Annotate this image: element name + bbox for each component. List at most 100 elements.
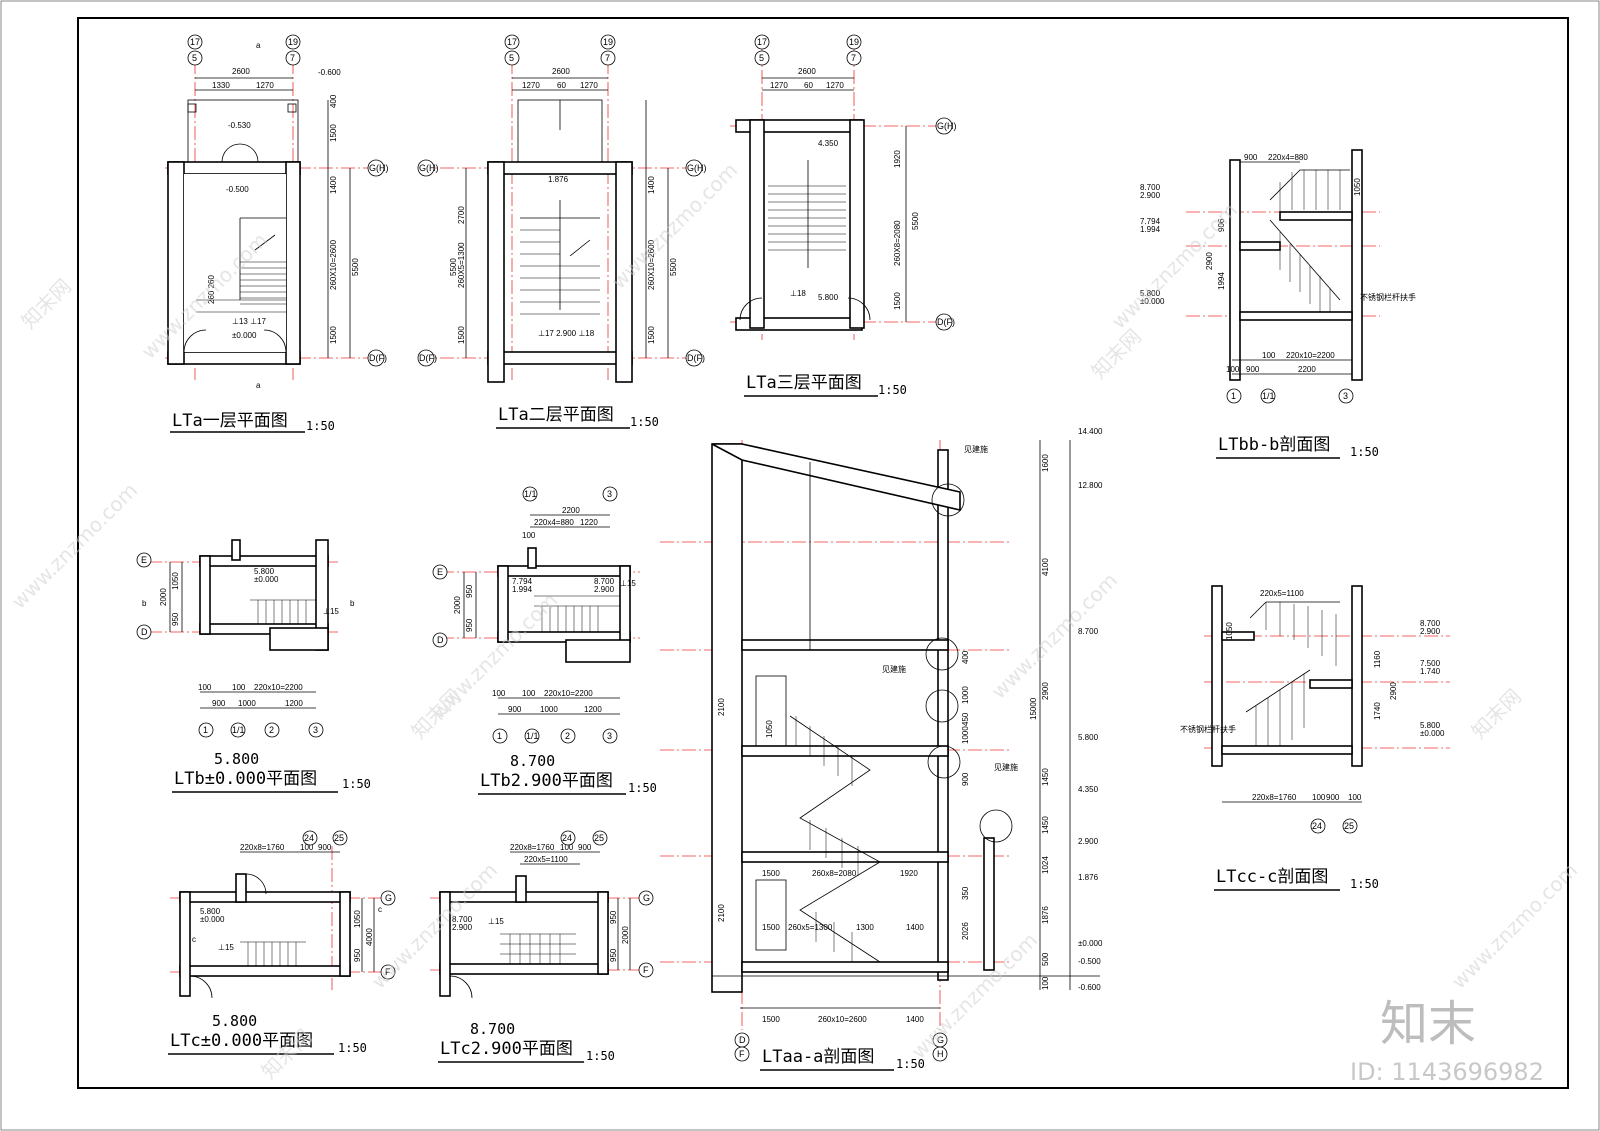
svg-text:260X10=2600: 260X10=2600 xyxy=(329,239,338,290)
svg-text:950: 950 xyxy=(609,948,618,962)
svg-text:4.350: 4.350 xyxy=(818,139,839,148)
svg-text:350: 350 xyxy=(961,886,970,900)
svg-text:c: c xyxy=(192,935,196,944)
svg-text:2.900: 2.900 xyxy=(594,585,615,594)
scale-ltb-0: 1:50 xyxy=(342,777,371,791)
svg-text:900: 900 xyxy=(508,705,522,714)
svg-text:D: D xyxy=(141,627,148,637)
svg-text:950: 950 xyxy=(465,584,474,598)
svg-text:25: 25 xyxy=(1344,821,1354,831)
svg-text:1270: 1270 xyxy=(770,81,788,90)
svg-text:±0.000: ±0.000 xyxy=(1420,729,1445,738)
svg-text:3: 3 xyxy=(607,489,612,499)
svg-text:4100: 4100 xyxy=(1041,558,1050,576)
svg-text:1050: 1050 xyxy=(353,910,362,928)
svg-text:220x10=2200: 220x10=2200 xyxy=(254,683,303,692)
svg-text:1994: 1994 xyxy=(1217,272,1226,290)
title-ltc-0: LTc±0.000平面图 xyxy=(170,1031,313,1051)
svg-text:100: 100 xyxy=(1226,365,1240,374)
svg-text:2600: 2600 xyxy=(552,67,570,76)
svg-text:不锈钢栏杆扶手: 不锈钢栏杆扶手 xyxy=(1180,724,1236,734)
svg-text:2000: 2000 xyxy=(453,596,462,614)
svg-text:900: 900 xyxy=(1326,793,1340,802)
svg-text:906: 906 xyxy=(1217,218,1226,232)
svg-text:500: 500 xyxy=(1041,952,1050,966)
svg-text:950: 950 xyxy=(171,612,180,626)
svg-text:G(H): G(H) xyxy=(419,163,439,173)
svg-text:7: 7 xyxy=(290,53,295,63)
svg-text:1500: 1500 xyxy=(329,326,338,344)
svg-text:⊥18: ⊥18 xyxy=(790,289,806,298)
svg-text:2026: 2026 xyxy=(961,922,970,940)
svg-text:1600: 1600 xyxy=(1041,454,1050,472)
svg-text:⊥15: ⊥15 xyxy=(323,607,339,616)
svg-text:-0.600: -0.600 xyxy=(1078,983,1101,992)
svg-text:2700: 2700 xyxy=(457,206,466,224)
svg-text:b: b xyxy=(350,599,355,608)
svg-text:900: 900 xyxy=(1244,153,1258,162)
svg-text:1500: 1500 xyxy=(893,292,902,310)
svg-text:F: F xyxy=(385,967,391,977)
svg-text:1400: 1400 xyxy=(329,176,338,194)
svg-text:220x8=1760: 220x8=1760 xyxy=(1252,793,1297,802)
svg-text:220x5=1100: 220x5=1100 xyxy=(1260,589,1304,598)
svg-text:3: 3 xyxy=(607,731,612,741)
svg-text:2.900: 2.900 xyxy=(1140,191,1161,200)
svg-text:900: 900 xyxy=(578,843,592,852)
svg-text:1220: 1220 xyxy=(580,518,598,527)
svg-text:220x10=2200: 220x10=2200 xyxy=(1286,351,1335,360)
svg-text:900: 900 xyxy=(212,699,226,708)
svg-text:900: 900 xyxy=(318,843,332,852)
svg-text:D: D xyxy=(739,1035,746,1045)
watermark-id: ID: 1143696982 xyxy=(1350,1058,1544,1086)
svg-text:2: 2 xyxy=(269,725,274,735)
svg-text:260X10=2600: 260X10=2600 xyxy=(647,239,656,290)
svg-text:G: G xyxy=(385,893,392,903)
svg-text:5.800: 5.800 xyxy=(254,567,275,576)
elevation-ltb-2900: 8.700 xyxy=(510,752,555,770)
svg-text:7: 7 xyxy=(851,53,856,63)
svg-text:1400: 1400 xyxy=(906,1015,924,1024)
svg-text:60: 60 xyxy=(804,81,813,90)
svg-text:-0.530: -0.530 xyxy=(228,121,251,130)
svg-text:220x10=2200: 220x10=2200 xyxy=(544,689,593,698)
svg-text:7.794: 7.794 xyxy=(1140,217,1161,226)
svg-text:950: 950 xyxy=(465,618,474,632)
svg-text:1/1: 1/1 xyxy=(526,731,539,741)
svg-text:1330: 1330 xyxy=(212,81,230,90)
svg-text:260 260: 260 260 xyxy=(207,275,216,304)
svg-text:4.350: 4.350 xyxy=(1078,785,1099,794)
svg-text:1450: 1450 xyxy=(1041,816,1050,834)
svg-text:2000: 2000 xyxy=(159,588,168,606)
svg-text:7: 7 xyxy=(605,53,610,63)
title-ltb-0: LTb±0.000平面图 xyxy=(174,769,317,789)
title-lta-1f: LTa一层平面图 xyxy=(172,411,288,431)
svg-text:1/1: 1/1 xyxy=(524,489,537,499)
svg-text:1500: 1500 xyxy=(762,923,780,932)
svg-text:5500: 5500 xyxy=(911,212,920,230)
svg-text:1400: 1400 xyxy=(906,923,924,932)
svg-text:-0.500: -0.500 xyxy=(226,185,249,194)
svg-text:7.500: 7.500 xyxy=(1420,659,1441,668)
svg-text:4000: 4000 xyxy=(365,928,374,946)
svg-text:2000: 2000 xyxy=(621,926,630,944)
svg-text:100: 100 xyxy=(232,683,246,692)
svg-text:5: 5 xyxy=(509,53,514,63)
svg-text:100: 100 xyxy=(198,683,212,692)
elevation-ltb-0: 5.800 xyxy=(214,750,259,768)
svg-text:260X8=2080: 260X8=2080 xyxy=(893,220,902,266)
svg-text:1050: 1050 xyxy=(1225,622,1234,640)
svg-text:17: 17 xyxy=(757,37,767,47)
svg-text:G: G xyxy=(937,1035,944,1045)
svg-text:±0.000: ±0.000 xyxy=(1140,297,1165,306)
svg-text:±0.000: ±0.000 xyxy=(1078,939,1103,948)
svg-text:1270: 1270 xyxy=(522,81,540,90)
svg-text:7.794: 7.794 xyxy=(512,577,533,586)
svg-text:1000: 1000 xyxy=(238,699,256,708)
scale-ltcc-c: 1:50 xyxy=(1350,877,1379,891)
svg-text:1270: 1270 xyxy=(256,81,274,90)
